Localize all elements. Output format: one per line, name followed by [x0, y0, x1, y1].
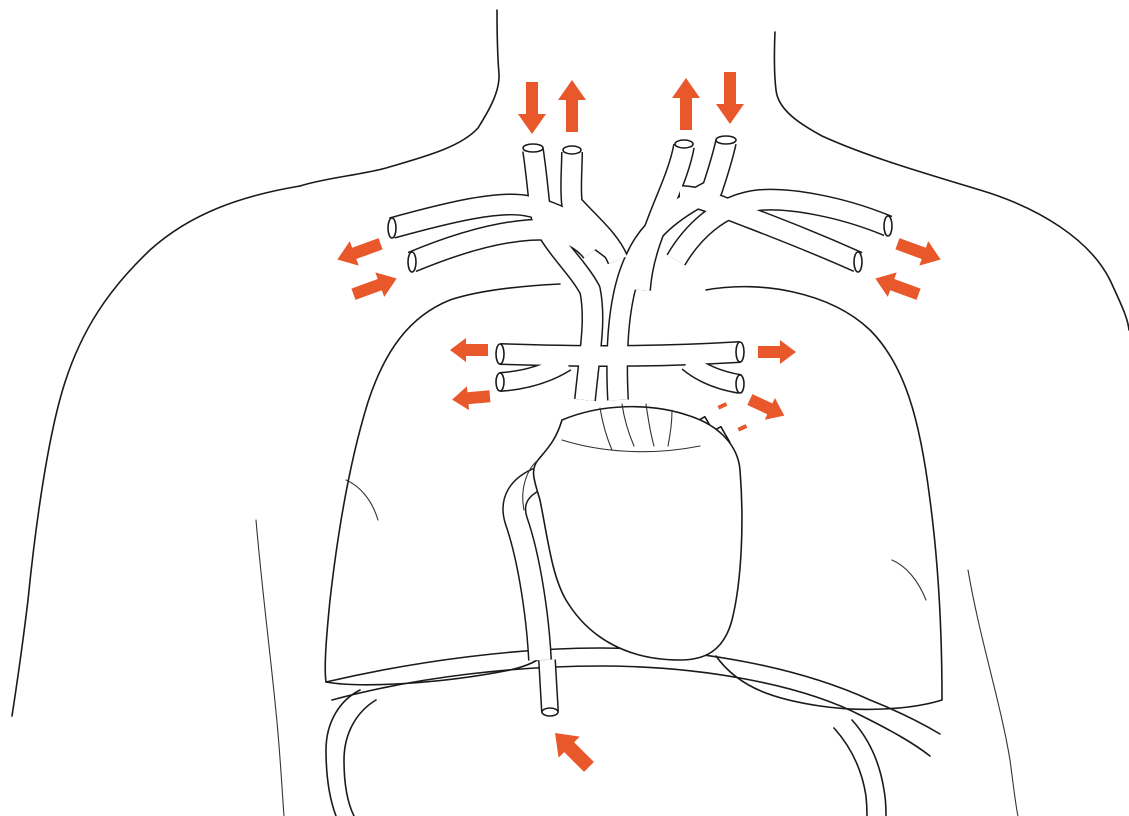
vessel-opening-right-pulmonary-upper: [736, 342, 744, 362]
abdomen-inner-right: [834, 728, 867, 816]
abdomen-inner-left: [344, 700, 376, 816]
arrow-right-lung-lower-out: [745, 389, 790, 427]
abdomen-outline-right: [852, 720, 886, 816]
arrow-right-lung-upper-out: [758, 340, 796, 364]
vessel-opening-right-pulmonary-lower: [736, 375, 744, 393]
lung-lobe-fissure-left: [346, 480, 378, 520]
arrow-left-arm-in: [349, 266, 401, 306]
vessel-opening-left-carotid-vein: [523, 144, 543, 152]
abdomen-outline-left: [326, 690, 360, 816]
diaphragm-upper-line: [326, 648, 940, 734]
dash-pulmonary-vein-1: [718, 402, 728, 409]
vessel-opening-left-subclavian-lower: [408, 252, 416, 272]
left-shoulder-outline: [12, 186, 300, 716]
left-axilla-line: [256, 520, 284, 816]
vessel-opening-inferior-vena-cava: [542, 708, 558, 716]
arrow-right-arm-in: [871, 266, 923, 306]
vessel-opening-right-jugular-vein: [716, 136, 736, 144]
arrow-left-lung-upper-out: [450, 338, 488, 362]
vessel-opening-left-pulmonary-upper: [496, 344, 504, 364]
arrow-neck-left-up: [558, 80, 586, 132]
vessel-opening-right-subclavian-lower: [854, 252, 862, 272]
arrow-neck-right-up: [672, 78, 700, 130]
vessel-opening-left-subclavian-upper: [388, 218, 396, 238]
neck-left-outline: [300, 10, 499, 186]
arrow-right-arm-out: [893, 232, 945, 272]
vessel-opening-right-carotid-artery: [675, 140, 693, 148]
arrow-left-lung-lower-out: [451, 384, 491, 411]
dash-pulmonary-vein-2: [738, 424, 748, 431]
vessel-opening-left-carotid-artery: [563, 146, 581, 154]
arrow-inferior-vena-cava-in: [544, 722, 599, 777]
right-axilla-line: [968, 570, 1018, 816]
right-shoulder-outline: [1110, 280, 1129, 330]
heart-body: [534, 407, 742, 660]
arrow-left-arm-out: [333, 232, 385, 272]
heart: [523, 404, 742, 660]
arrow-neck-left-down: [518, 82, 546, 134]
diaphragm-lower-line: [332, 666, 930, 756]
vessel-opening-left-pulmonary-lower: [496, 373, 504, 391]
vessel-opening-right-subclavian-upper: [884, 216, 892, 236]
arrow-neck-right-down: [716, 72, 744, 124]
diaphragm: [326, 648, 940, 816]
lung-lobe-fissure-right: [892, 560, 926, 600]
